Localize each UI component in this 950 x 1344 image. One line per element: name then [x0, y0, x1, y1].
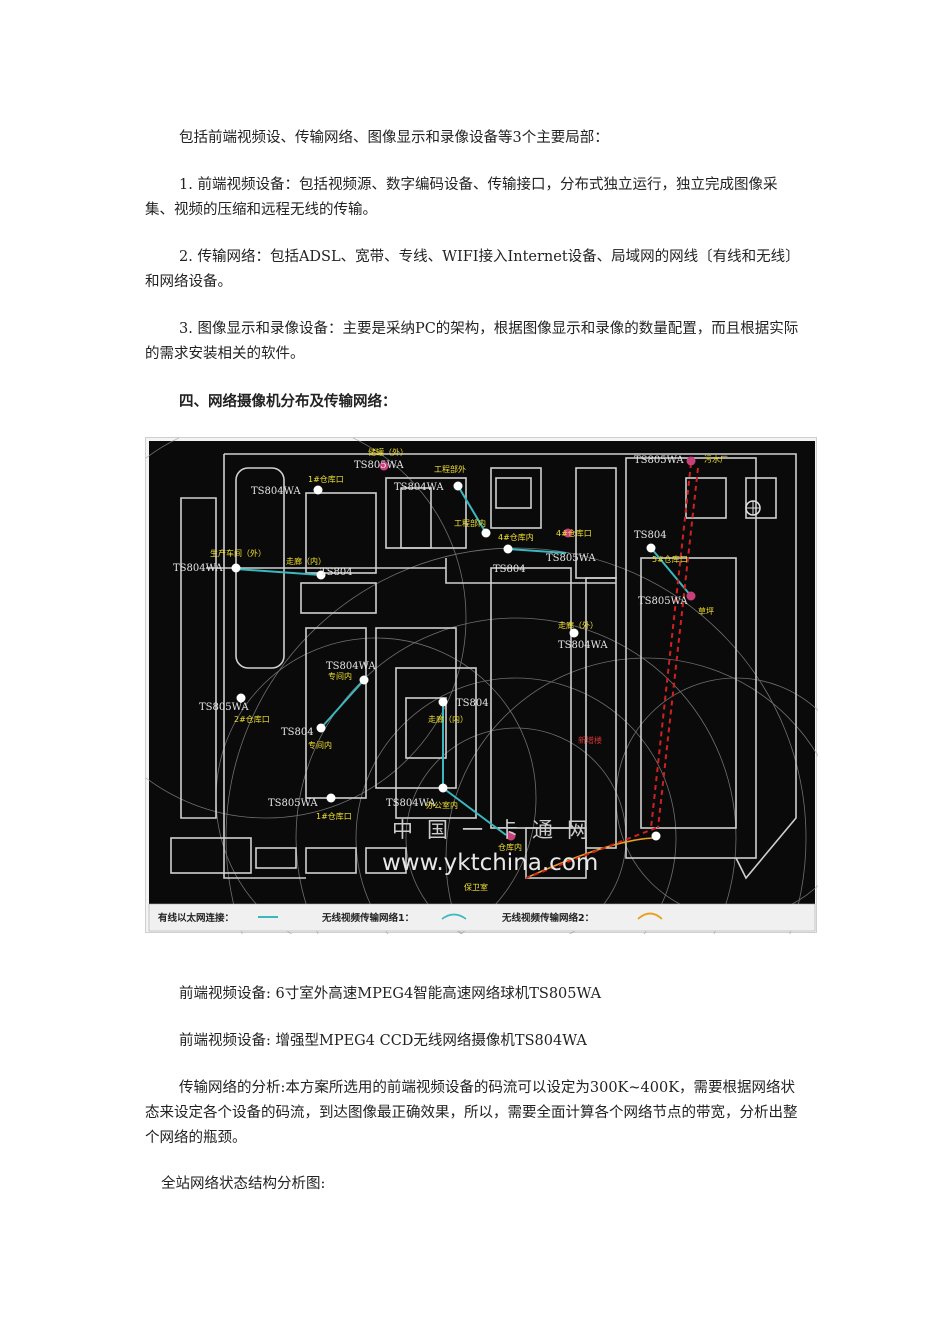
camera-pink	[686, 456, 696, 466]
area-label: 草坪	[698, 606, 714, 616]
device-label: TS805WA	[638, 596, 688, 607]
camera-white	[453, 481, 463, 491]
intro-paragraph: 包括前端视频设、传输网络、图像显示和录像设备等3个主要局部：	[179, 130, 609, 146]
device-label: TS805WA	[199, 702, 249, 713]
wireless-dashed-links	[525, 462, 699, 879]
camera-white	[438, 783, 448, 793]
camera-white	[316, 723, 326, 733]
area-label: 新增楼	[578, 735, 602, 745]
area-label: 2#仓库口	[234, 714, 270, 724]
device-label: TS805WA	[634, 455, 684, 466]
area-labels: 储罐（外） 1#仓库口 工程部外 工程部内 4#仓库内 4#仓库口 生产车间（外…	[210, 447, 728, 892]
camera-white	[231, 563, 241, 573]
device-labels: TS805WA TS804WA TS804WA TS804WA TS804 TS…	[173, 455, 688, 809]
device-label: TS804	[281, 727, 314, 738]
legend-wireless1-label: 无线视频传输网络1：	[321, 912, 414, 924]
device-label: TS805WA	[546, 553, 596, 564]
device-label: TS805WA	[354, 460, 404, 471]
camera-markers	[231, 456, 696, 841]
camera-white	[646, 543, 656, 553]
area-label: 污水厂	[704, 454, 728, 464]
camera-white	[326, 793, 336, 803]
map-drawing: TS805WA TS804WA TS804WA TS804WA TS804 TS…	[146, 438, 818, 934]
area-label: 工程部外	[434, 464, 466, 474]
device-label: TS804WA	[251, 486, 301, 497]
legend-wireless1-swatch	[441, 913, 467, 920]
area-label: 仓库内	[498, 842, 522, 852]
area-label: 工程部内	[454, 518, 486, 528]
legend-strip	[148, 903, 816, 932]
front-device2-paragraph: 前端视频设备: 增强型MPEG4 CCD无线网络摄像机TS804WA	[179, 1033, 587, 1049]
camera-white	[438, 697, 448, 707]
legend-wireless2-label: 无线视频传输网络2：	[501, 912, 594, 924]
network-analysis-paragraph: 传输网络的分析:本方案所选用的前端视频设备的码流可以设定为300K~400K，需…	[145, 1080, 798, 1146]
device-label: TS804WA	[386, 798, 436, 809]
front-device1-paragraph: 前端视频设备: 6寸室外高速MPEG4智能高速网络球机TS805WA	[179, 986, 602, 1002]
camera-white	[313, 485, 323, 495]
camera-white	[359, 675, 369, 685]
area-label: 1#仓库口	[316, 811, 352, 821]
overall-analysis-caption: 全站网络状态结构分析图:	[161, 1176, 326, 1192]
network-camera-map-figure: TS805WA TS804WA TS804WA TS804WA TS804 TS…	[145, 437, 818, 934]
device-label: TS804	[320, 567, 353, 578]
wired-links	[235, 485, 692, 836]
area-label: 保卫室	[464, 882, 488, 892]
camera-white	[503, 544, 513, 554]
area-label: 5#仓库口	[652, 554, 688, 564]
camera-white	[481, 528, 491, 538]
watermark-url: www.yktchina.com	[382, 850, 598, 876]
camera-pink	[563, 528, 573, 538]
camera-white	[316, 570, 326, 580]
area-label: 走廊（外）	[558, 620, 598, 630]
area-label: 生产车间（外）	[210, 548, 266, 558]
item2-paragraph: 2. 传输网络：包括ADSL、宽带、专线、WIFI接入Internet设备、局域…	[145, 249, 800, 290]
camera-white	[236, 693, 246, 703]
area-label: 1#仓库口	[308, 474, 344, 484]
section-heading: 四、网络摄像机分布及传输网络：	[179, 394, 397, 410]
area-label: 4#仓库内	[498, 532, 534, 542]
item1-paragraph: 1. 前端视频设备：包括视频源、数字编码设备、传输接口，分布式独立运行，独立完成…	[145, 177, 778, 218]
camera-pink	[506, 831, 516, 841]
device-label: TS804WA	[558, 640, 608, 651]
camera-white	[651, 831, 661, 841]
device-label: TS804	[493, 564, 526, 575]
camera-pink	[686, 591, 696, 601]
legend-wireless2-swatch	[637, 912, 663, 920]
device-label: TS804WA	[394, 482, 444, 493]
camera-pink	[379, 461, 389, 471]
area-label: 专间内	[328, 671, 352, 681]
item3-paragraph: 3. 图像显示和录像设备：主要是采纳PC的架构，根据图像显示和录像的数量配置，而…	[145, 321, 799, 362]
area-label: 4#仓库口	[556, 528, 592, 538]
device-label: TS804	[456, 698, 489, 709]
device-label: TS804WA	[173, 563, 223, 574]
area-label: 办公室内	[426, 800, 458, 810]
area-label: 走廊（内）	[428, 714, 468, 724]
device-label: TS804	[634, 530, 667, 541]
camera-white	[569, 628, 579, 638]
legend-wired-label: 有线以太网连接：	[158, 912, 234, 924]
device-label: TS805WA	[268, 798, 318, 809]
area-label: 储罐（外）	[368, 447, 408, 457]
device-label: TS804WA	[326, 661, 376, 672]
area-label: 专间内	[308, 740, 332, 750]
watermark-cn: 中国一卡通网	[392, 818, 602, 842]
area-label: 走廊（内）	[286, 556, 326, 566]
